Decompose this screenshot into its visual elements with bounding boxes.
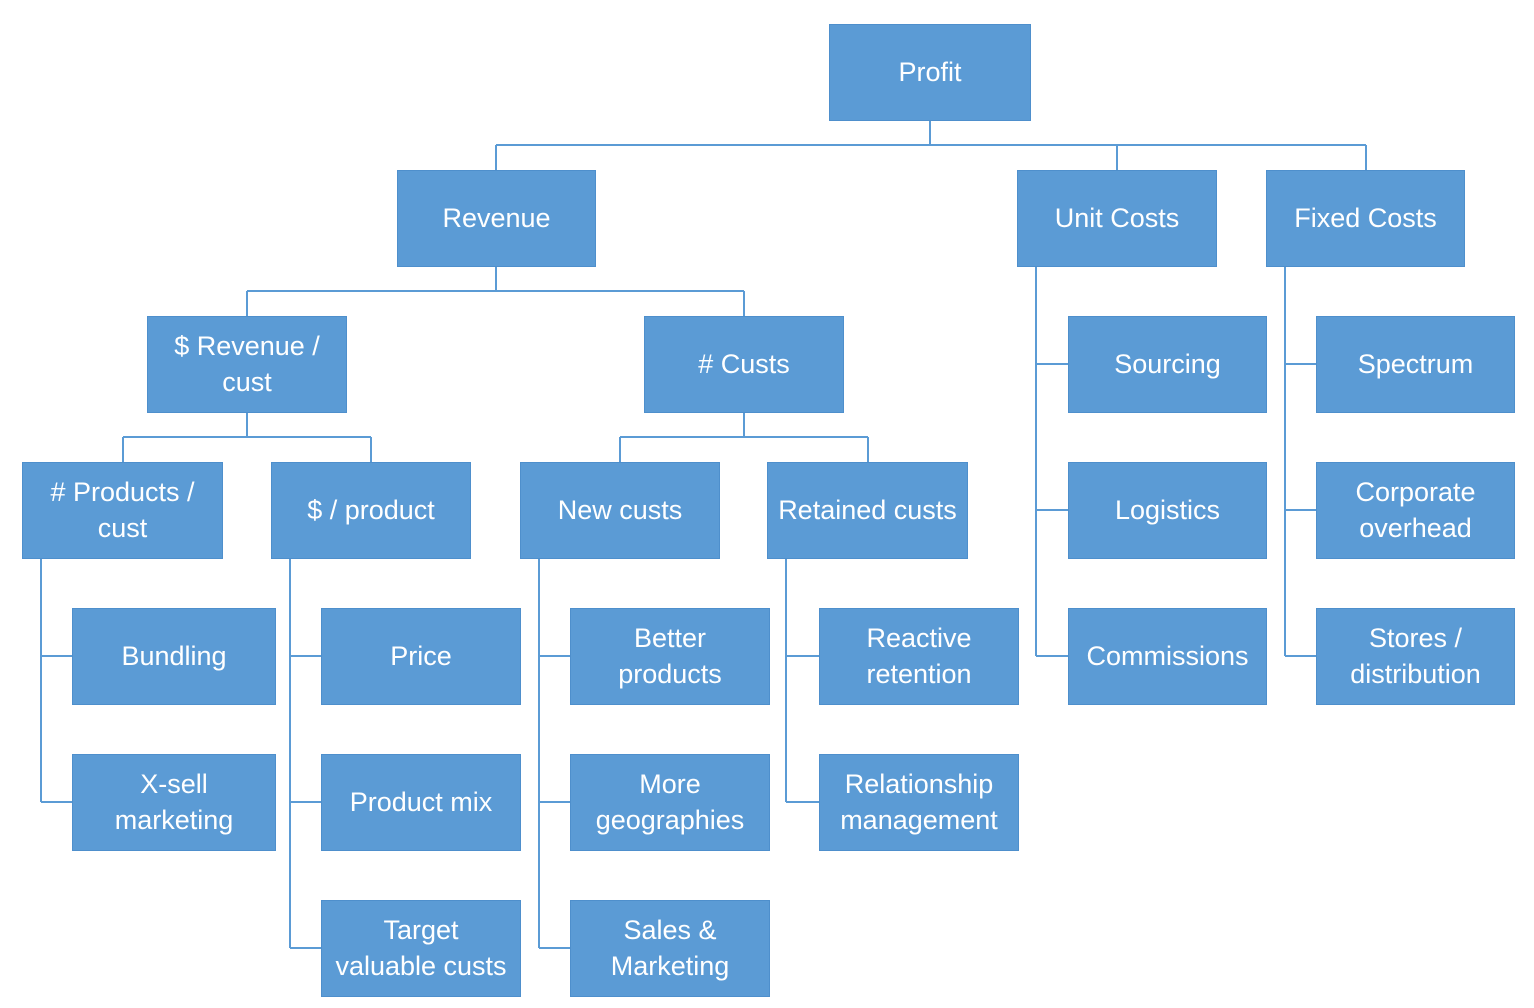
node-spectrum: Spectrum (1316, 316, 1515, 413)
node-num-custs: # Custs (644, 316, 844, 413)
connector-revenue-per-cust-children (122, 413, 372, 462)
node-more-geographies: More geographies (570, 754, 770, 851)
node-unit-costs: Unit Costs (1017, 170, 1217, 267)
node-products-per-cust: # Products / cust (22, 462, 223, 559)
node-x-sell-marketing: X-sell marketing (72, 754, 276, 851)
node-product-mix: Product mix (321, 754, 521, 851)
connector-revenue-children (246, 267, 745, 316)
connector-products-per-cust-children (40, 559, 72, 803)
node-bundling: Bundling (72, 608, 276, 705)
node-dollar-per-product: $ / product (271, 462, 471, 559)
node-reactive-retention: Reactive retention (819, 608, 1019, 705)
node-new-custs: New custs (520, 462, 720, 559)
node-target-valuable-custs: Target valuable custs (321, 900, 521, 997)
connector-retained-custs-children (785, 559, 819, 803)
node-sourcing: Sourcing (1068, 316, 1267, 413)
node-revenue-per-cust: $ Revenue / cust (147, 316, 347, 413)
node-better-products: Better products (570, 608, 770, 705)
node-revenue: Revenue (397, 170, 596, 267)
node-sales-marketing: Sales & Marketing (570, 900, 770, 997)
node-commissions: Commissions (1068, 608, 1267, 705)
node-fixed-costs: Fixed Costs (1266, 170, 1465, 267)
node-profit: Profit (829, 24, 1031, 121)
connector-unit-costs-children (1035, 267, 1068, 657)
connector-num-custs-children (619, 413, 869, 462)
node-relationship-management: Relationship management (819, 754, 1019, 851)
node-price: Price (321, 608, 521, 705)
node-stores-distribution: Stores / distribution (1316, 608, 1515, 705)
node-retained-custs: Retained custs (767, 462, 968, 559)
connector-new-custs-children (538, 559, 570, 949)
connector-dollar-per-product-children (289, 559, 321, 949)
node-logistics: Logistics (1068, 462, 1267, 559)
connector-fixed-costs-children (1284, 267, 1316, 657)
connector-profit-children (495, 121, 1367, 170)
node-corporate-overhead: Corporate overhead (1316, 462, 1515, 559)
